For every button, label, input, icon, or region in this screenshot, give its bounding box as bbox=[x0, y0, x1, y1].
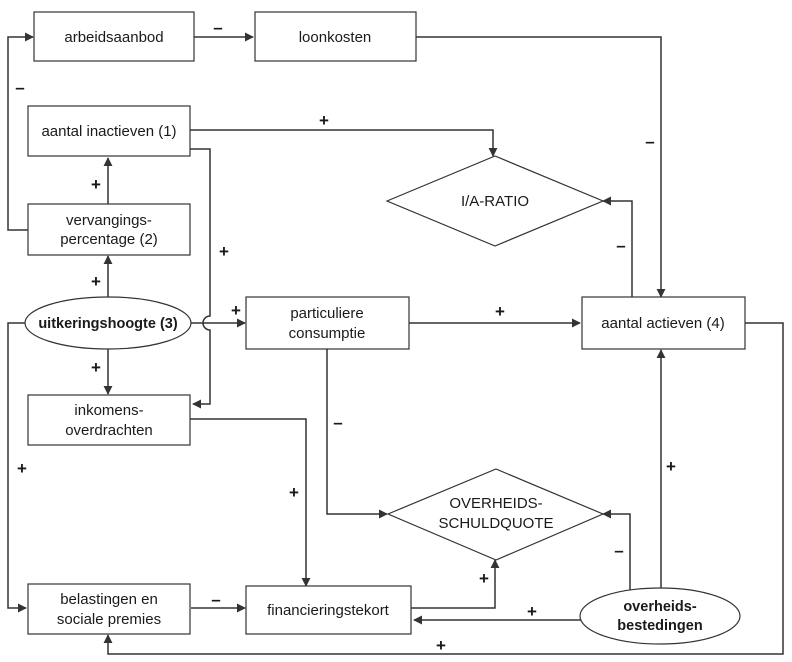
sign-inactieven-inkomens: + bbox=[219, 242, 229, 261]
node-arbeidsaanbod-label: arbeidsaanbod bbox=[64, 29, 163, 46]
sign-financieringstekort-schuldquote: + bbox=[479, 569, 489, 588]
sign-bestedingen-schuldquote: – bbox=[614, 541, 623, 560]
node-particuliere-consumptie: particuliere consumptie bbox=[245, 296, 410, 350]
edge-inactieven-ratio bbox=[190, 129, 498, 157]
edge-uitkeringshoogte-belastingen bbox=[7, 322, 27, 613]
edge-vervangings-arbeidsaanbod bbox=[7, 32, 34, 231]
node-bestedingen-line2: bestedingen bbox=[617, 618, 702, 634]
edge-bestedingen-schuldquote bbox=[602, 509, 631, 592]
sign-consumptie-schuldquote: – bbox=[333, 413, 342, 432]
node-aantal-inactieven: aantal inactieven (1) bbox=[27, 105, 191, 157]
edge-loonkosten-actieven bbox=[416, 36, 666, 298]
node-particuliere-line2: consumptie bbox=[289, 325, 366, 342]
sign-actieven-belastingen: + bbox=[436, 636, 446, 655]
node-financieringstekort: financieringstekort bbox=[245, 585, 412, 635]
node-inkomensoverdrachten: inkomens- overdrachten bbox=[27, 394, 191, 446]
node-belastingen-line2: sociale premies bbox=[57, 611, 161, 628]
edge-actieven-ratio bbox=[602, 196, 633, 297]
edge-financieringstekort-schuldquote bbox=[411, 559, 500, 609]
node-inkomens-line2: overdrachten bbox=[65, 422, 153, 439]
node-arbeidsaanbod: arbeidsaanbod bbox=[33, 11, 195, 62]
node-uitkeringshoogte-label: uitkeringshoogte (3) bbox=[38, 316, 178, 332]
nodes: arbeidsaanbod loonkosten aantal inactiev… bbox=[24, 11, 746, 645]
node-particuliere-line1: particuliere bbox=[290, 305, 363, 322]
node-aantal-inactieven-label: aantal inactieven (1) bbox=[41, 123, 176, 140]
node-vervangingspercentage: vervangings- percentage (2) bbox=[27, 203, 191, 256]
node-ia-ratio: I/A-RATIO bbox=[385, 155, 605, 247]
node-vervangings-line1: vervangings- bbox=[66, 212, 152, 229]
node-aantal-actieven-label: aantal actieven (4) bbox=[601, 315, 724, 332]
node-financieringstekort-label: financieringstekort bbox=[267, 602, 390, 619]
sign-inkomens-financieringstekort: + bbox=[289, 483, 299, 502]
node-loonkosten: loonkosten bbox=[254, 11, 417, 62]
sign-uitkeringshoogte-consumptie: + bbox=[231, 301, 241, 320]
edge-signs: – – + – + + – + + + + – + + + – + – + + bbox=[15, 18, 676, 655]
sign-bestedingen-actieven: + bbox=[666, 457, 676, 476]
sign-belastingen-financieringstekort: – bbox=[211, 590, 220, 609]
edge-consumptie-schuldquote bbox=[326, 349, 388, 519]
edges bbox=[7, 32, 784, 655]
node-vervangings-line2: percentage (2) bbox=[60, 231, 158, 248]
node-overheidsbestedingen: overheids- bestedingen bbox=[579, 587, 741, 645]
sign-consumptie-actieven: + bbox=[495, 302, 505, 321]
node-schuldquote-line2: SCHULDQUOTE bbox=[438, 515, 553, 532]
edge-inactieven-inkomens bbox=[190, 148, 211, 409]
node-overheidsschuldquote: OVERHEIDS- SCHULDQUOTE bbox=[386, 468, 605, 561]
sign-bestedingen-financieringstekort: + bbox=[527, 602, 537, 621]
sign-inactieven-ratio: + bbox=[319, 111, 329, 130]
node-bestedingen-line1: overheids- bbox=[623, 599, 696, 615]
node-schuldquote-line1: OVERHEIDS- bbox=[449, 495, 542, 512]
node-belastingen: belastingen en sociale premies bbox=[27, 583, 191, 635]
edge-inkomens-financieringstekort bbox=[190, 418, 311, 587]
node-uitkeringshoogte: uitkeringshoogte (3) bbox=[24, 296, 192, 350]
sign-arbeidsaanbod-loonkosten: – bbox=[213, 18, 222, 37]
node-aantal-actieven: aantal actieven (4) bbox=[581, 296, 746, 350]
node-belastingen-line1: belastingen en bbox=[60, 591, 158, 608]
sign-vervangings-inactieven: + bbox=[91, 175, 101, 194]
sign-vervangings-arbeidsaanbod: – bbox=[15, 78, 24, 97]
sign-actieven-ratio: – bbox=[616, 236, 625, 255]
node-ia-ratio-label: I/A-RATIO bbox=[461, 193, 529, 210]
node-inkomens-line1: inkomens- bbox=[74, 402, 143, 419]
sign-uitkeringshoogte-inkomens: + bbox=[91, 358, 101, 377]
sign-loonkosten-actieven: – bbox=[645, 132, 654, 151]
edge-actieven-belastingen bbox=[103, 322, 784, 655]
node-loonkosten-label: loonkosten bbox=[299, 29, 372, 46]
sign-uitkeringshoogte-vervangings: + bbox=[91, 272, 101, 291]
sign-uitkeringshoogte-belastingen: + bbox=[17, 459, 27, 478]
